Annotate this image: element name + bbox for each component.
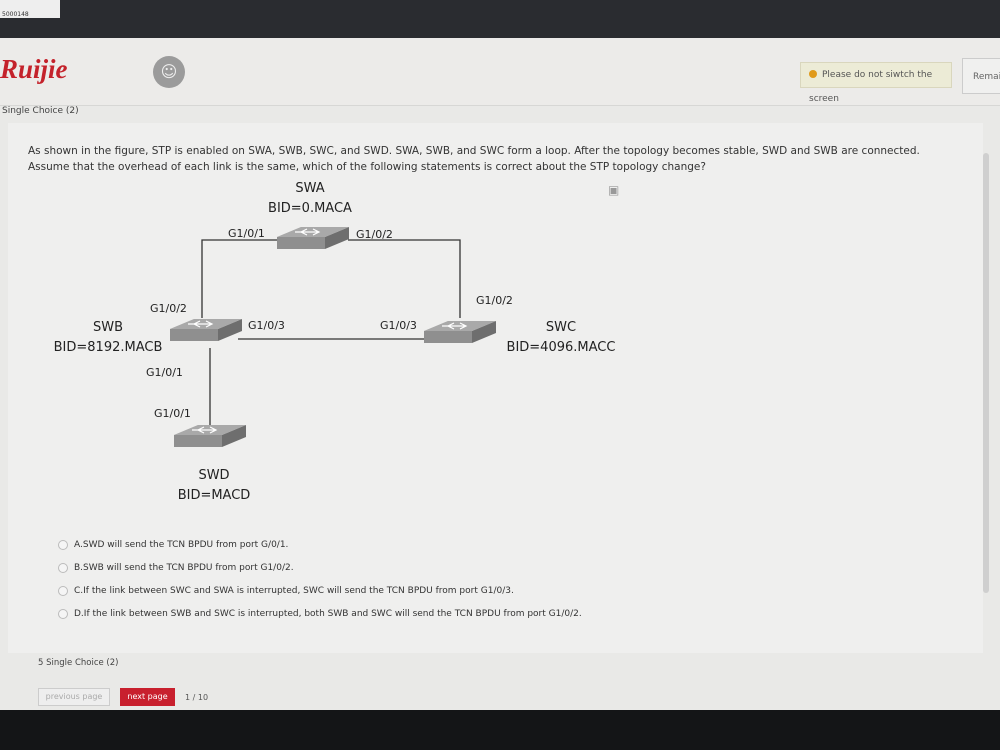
swc-port2: G1/0/2	[476, 294, 513, 307]
swa-port2: G1/0/2	[356, 228, 393, 241]
question-card: As shown in the figure, STP is enabled o…	[8, 123, 983, 653]
link-swa-swb	[201, 239, 288, 318]
switch-swd-icon	[173, 424, 247, 448]
link-swa-swc	[348, 239, 461, 318]
question-text: As shown in the figure, STP is enabled o…	[28, 145, 920, 173]
switch-swa-icon	[276, 226, 350, 250]
option-d[interactable]: D.If the link between SWB and SWC is int…	[58, 602, 582, 625]
swc-port3: G1/0/3	[380, 319, 417, 332]
swb-port2: G1/0/2	[150, 302, 187, 315]
pagination: previous page next page 1 / 10	[38, 688, 208, 706]
remaining-time: Remai	[962, 58, 1000, 94]
asset-sticker: 5000148	[0, 0, 60, 18]
zoom-image-icon[interactable]: ▣	[608, 183, 620, 197]
avatar[interactable]: ☺	[153, 56, 185, 88]
swb-name: SWB	[93, 320, 123, 335]
previous-page-button[interactable]: previous page	[38, 688, 110, 706]
bezel-top: 5000148	[0, 0, 1000, 40]
option-a-text: A.SWD will send the TCN BPDU from port G…	[74, 539, 289, 550]
swd-bid: BID=MACD	[178, 488, 251, 503]
links	[201, 239, 461, 428]
swc-name: SWC	[546, 320, 576, 335]
swc-bid: BID=4096.MACC	[507, 340, 616, 355]
switch-swb-icon	[169, 318, 243, 342]
page-indicator: 1 / 10	[185, 692, 209, 702]
warning-banner: Please do not siwtch the screen	[800, 62, 952, 104]
option-c[interactable]: C.If the link between SWC and SWA is int…	[58, 579, 582, 602]
swb-port3: G1/0/3	[248, 319, 285, 332]
option-c-text: C.If the link between SWC and SWA is int…	[74, 585, 514, 596]
radio-b[interactable]	[58, 562, 68, 573]
warning-text: Please do not siwtch the screen	[809, 70, 933, 104]
radio-d[interactable]	[58, 608, 68, 619]
option-d-text: D.If the link between SWB and SWC is int…	[74, 608, 582, 619]
swd-port1: G1/0/1	[154, 407, 191, 420]
option-a[interactable]: A.SWD will send the TCN BPDU from port G…	[58, 533, 582, 556]
swb-port1: G1/0/1	[146, 366, 183, 379]
radio-a[interactable]	[58, 539, 68, 550]
exam-screen: Ruijie ☺ Please do not siwtch the screen…	[0, 38, 1000, 710]
section-title: Single Choice (2)	[2, 106, 79, 116]
swa-bid: BID=0.MACA	[268, 201, 352, 216]
next-section-title: 5 Single Choice (2)	[38, 658, 119, 668]
swd-name: SWD	[198, 468, 229, 483]
warning-dot-icon	[809, 70, 817, 78]
option-b[interactable]: B.SWB will send the TCN BPDU from port G…	[58, 556, 582, 579]
logo: Ruijie	[0, 54, 68, 84]
topology-diagram: SWA BID=0.MACA G1/0/1 G1/0/2 G1/0/2 SWB …	[54, 181, 616, 503]
swa-name: SWA	[295, 181, 324, 196]
swa-port1: G1/0/1	[228, 227, 265, 240]
answer-options: A.SWD will send the TCN BPDU from port G…	[58, 533, 582, 625]
header: Ruijie ☺ Please do not siwtch the screen…	[0, 38, 1000, 106]
next-page-button[interactable]: next page	[120, 688, 175, 706]
option-b-text: B.SWB will send the TCN BPDU from port G…	[74, 562, 294, 573]
radio-c[interactable]	[58, 585, 68, 596]
scrollbar[interactable]	[983, 153, 989, 593]
user-icon: ☺	[160, 62, 178, 81]
bezel-bottom	[0, 710, 1000, 750]
switch-swc-icon	[423, 320, 497, 344]
swb-bid: BID=8192.MACB	[54, 340, 163, 355]
